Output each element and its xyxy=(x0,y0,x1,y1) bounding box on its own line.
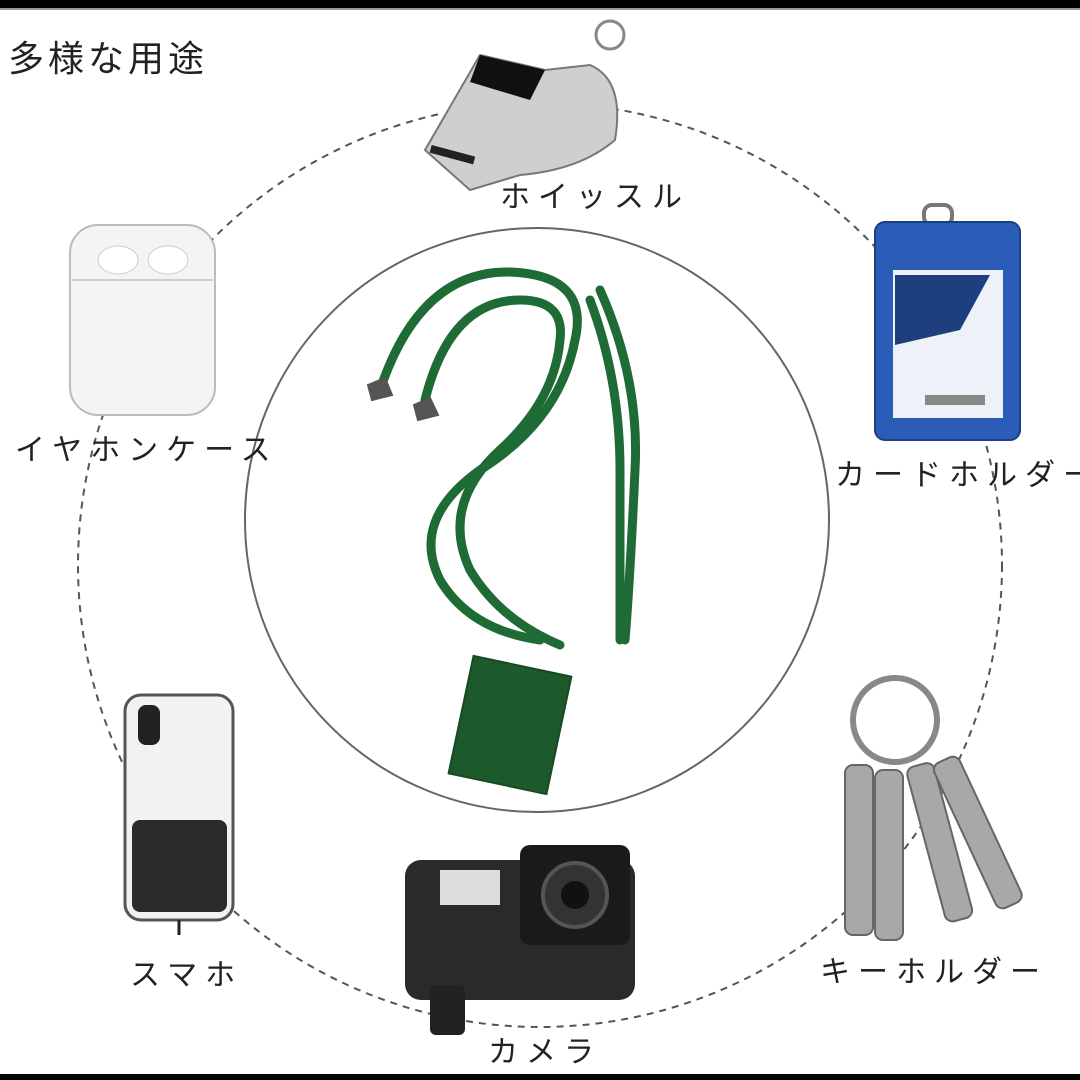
label-camera: カメラ xyxy=(488,1035,602,1070)
card-holder-icon xyxy=(874,203,1021,441)
label-card-holder: カードホルダー xyxy=(835,458,1080,493)
inner-circle xyxy=(244,227,830,813)
page-title: 多様な用途 xyxy=(8,39,209,80)
label-earphone-case: イヤホンケース xyxy=(15,433,279,468)
smartphone-icon xyxy=(123,693,235,935)
keys-icon xyxy=(844,675,1023,941)
earphone-case-icon xyxy=(69,224,216,416)
label-smartphone: スマホ xyxy=(130,958,244,993)
camera-icon xyxy=(405,845,635,1035)
label-whistle: ホイッスル xyxy=(500,180,690,215)
whistle-icon xyxy=(419,19,626,192)
top-border xyxy=(0,0,1080,10)
bottom-border xyxy=(0,1074,1080,1080)
label-key-holder: キーホルダー xyxy=(820,955,1048,990)
lanyard-strap-icon xyxy=(366,267,641,796)
